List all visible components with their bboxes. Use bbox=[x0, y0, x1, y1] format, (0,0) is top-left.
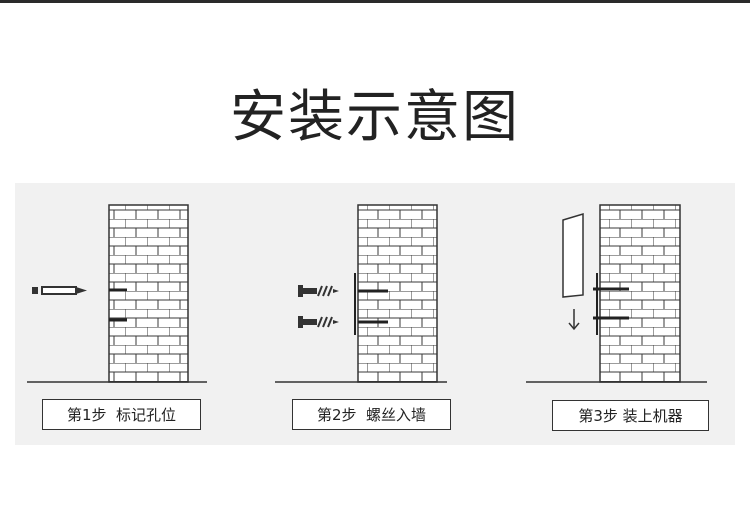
step-3-label: 第3步 装上机器 bbox=[552, 400, 709, 431]
brick-wall bbox=[599, 204, 681, 383]
device-panel bbox=[562, 212, 584, 298]
installation-diagram bbox=[27, 204, 707, 383]
brick-wall bbox=[357, 204, 438, 383]
pencil-icon bbox=[32, 286, 87, 295]
arrow-down-icon bbox=[568, 309, 580, 331]
brick-wall bbox=[108, 204, 189, 383]
screw-icon bbox=[298, 316, 339, 328]
page-title: 安装示意图 bbox=[230, 85, 520, 150]
step-2-label: 第2步 螺丝入墙 bbox=[292, 399, 451, 430]
step-1-illustration bbox=[27, 204, 207, 383]
step-1-label: 第1步 标记孔位 bbox=[42, 399, 201, 430]
step-3-illustration bbox=[526, 204, 707, 383]
step-2-illustration bbox=[275, 204, 447, 383]
top-divider bbox=[0, 0, 750, 3]
screw-icon bbox=[298, 285, 339, 297]
installation-diagram-panel: 第1步 标记孔位 第2步 螺丝入墙 第3步 装上机器 bbox=[15, 183, 735, 445]
